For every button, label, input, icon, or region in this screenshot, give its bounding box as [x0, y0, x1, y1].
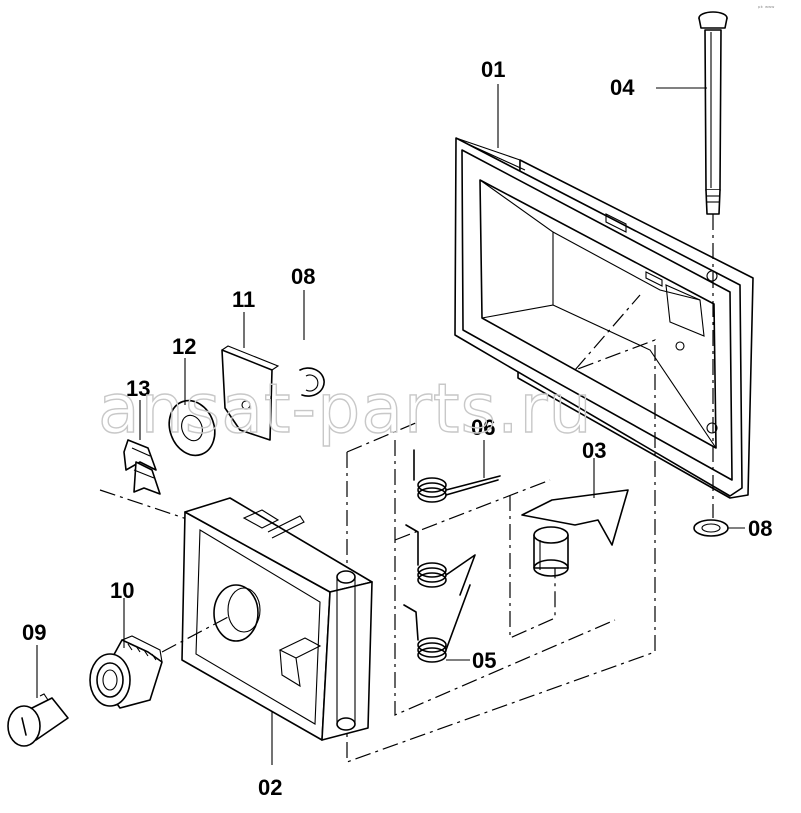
leader-cylinder-axis — [161, 615, 231, 653]
part-13-spring-clip — [123, 439, 161, 495]
part-10-cylinder-bushing — [89, 635, 163, 709]
label-04: 04 — [610, 75, 635, 100]
label-11: 11 — [232, 287, 255, 312]
part-labels: 01 02 03 04 05 06 08 08 09 10 11 12 13 — [22, 57, 772, 800]
part-08-snap-ring-left — [299, 367, 325, 397]
label-06: 06 — [471, 415, 495, 440]
part-11-plate — [221, 345, 280, 441]
label-12: 12 — [172, 334, 196, 359]
label-13: 13 — [126, 376, 150, 401]
label-08-lower: 08 — [748, 516, 772, 541]
label-09: 09 — [22, 620, 46, 645]
part-04-pin — [698, 11, 728, 215]
label-10: 10 — [110, 578, 134, 603]
label-08-upper: 08 — [291, 264, 315, 289]
part-09-key-cylinder-cap — [7, 693, 69, 747]
part-12-washer — [168, 399, 216, 457]
leader-lines — [36, 84, 745, 765]
label-01: 01 — [481, 57, 505, 82]
part-05-spring-lower — [403, 584, 471, 663]
watermark: ansat-parts.ru — [98, 370, 593, 449]
label-02: 02 — [258, 775, 282, 800]
part-06-spring — [413, 449, 501, 503]
label-05: 05 — [472, 648, 496, 673]
part-05-spring-upper — [405, 524, 476, 596]
part-03-lever — [521, 489, 629, 577]
part-01-handle-frame — [454, 137, 754, 499]
corner-mark: ᵖᵏ ʷʷʷ — [758, 5, 774, 12]
part-02-lock-body — [181, 497, 373, 741]
part-08-snap-ring-right — [693, 519, 729, 537]
label-03: 03 — [582, 438, 606, 463]
